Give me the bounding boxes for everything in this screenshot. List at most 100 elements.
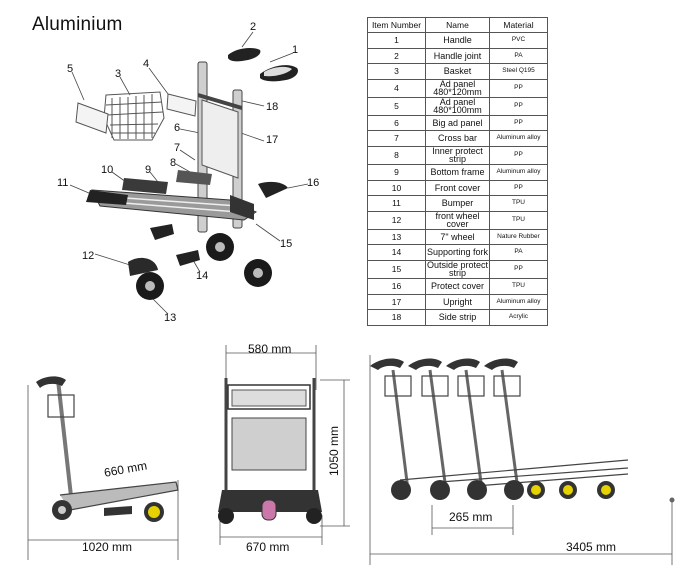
dimension-side-length: 1020 mm bbox=[82, 540, 133, 554]
part-name-cell: Cross bar bbox=[425, 130, 490, 147]
callout-18: 18 bbox=[266, 101, 279, 113]
part-name-cell: Front cover bbox=[425, 179, 490, 197]
material-cell: Steel Q195 bbox=[489, 63, 548, 80]
outside-protect-strip-part bbox=[230, 195, 254, 220]
part-name-cell: Inner protect strip bbox=[425, 145, 490, 165]
item-number-cell: 12 bbox=[367, 210, 426, 230]
column-header: Name bbox=[425, 17, 490, 33]
dimension-nest-pitch: 265 mm bbox=[449, 510, 493, 524]
callout-10: 10 bbox=[101, 164, 114, 176]
dimensioned-views-drawing bbox=[27, 345, 675, 565]
part-name-cell: 7" wheel bbox=[425, 228, 490, 246]
material-cell: Aluminum alloy bbox=[489, 130, 548, 147]
item-number-cell: 1 bbox=[367, 32, 426, 49]
material-cell: Aluminum alloy bbox=[489, 163, 548, 181]
material-cell: Aluminum alloy bbox=[489, 293, 548, 311]
protect-cover-part bbox=[258, 181, 288, 198]
handle-part bbox=[228, 47, 298, 82]
nested-view bbox=[370, 358, 629, 500]
callout-13: 13 bbox=[164, 312, 177, 324]
part-name-cell: Side strip bbox=[425, 309, 490, 326]
material-cell: PP bbox=[489, 114, 548, 132]
part-name-cell: Protect cover bbox=[425, 277, 490, 295]
part-name-cell: Handle bbox=[425, 32, 490, 49]
page-title: Aluminium bbox=[32, 14, 123, 35]
item-number-cell: 2 bbox=[367, 47, 426, 65]
callout-9: 9 bbox=[145, 164, 152, 176]
item-number-cell: 18 bbox=[367, 309, 426, 326]
part-name-cell: Basket bbox=[425, 63, 490, 80]
material-cell: TPU bbox=[489, 210, 548, 230]
part-name-cell: Bumper bbox=[425, 195, 490, 212]
exploded-view-drawing bbox=[69, 31, 309, 315]
material-cell: PP bbox=[489, 96, 548, 116]
ad-panel-small-part bbox=[75, 102, 109, 134]
material-cell: PA bbox=[489, 47, 548, 65]
part-name-cell: Handle joint bbox=[425, 47, 490, 65]
part-name-cell: Bottom frame bbox=[425, 163, 490, 181]
material-cell: PVC bbox=[489, 32, 548, 49]
item-number-cell: 10 bbox=[367, 179, 426, 197]
item-number-cell: 3 bbox=[367, 63, 426, 80]
item-number-cell: 5 bbox=[367, 96, 426, 116]
material-cell: Acrylic bbox=[489, 309, 548, 326]
front-view bbox=[218, 378, 322, 524]
material-cell: PP bbox=[489, 78, 548, 98]
callout-6: 6 bbox=[174, 122, 181, 134]
material-cell: PP bbox=[489, 259, 548, 279]
material-cell: Nature Rubber bbox=[489, 228, 548, 246]
parts-table-header-row: Item Number Name Material bbox=[367, 17, 548, 33]
dimension-lines bbox=[27, 345, 673, 565]
column-header: Material bbox=[489, 17, 548, 33]
item-number-cell: 7 bbox=[367, 130, 426, 147]
front-cover-part bbox=[122, 178, 168, 194]
item-number-cell: 6 bbox=[367, 114, 426, 132]
callout-11: 11 bbox=[57, 177, 69, 189]
callout-5: 5 bbox=[67, 63, 74, 75]
dimension-front-width-top: 580 mm bbox=[248, 342, 292, 356]
callout-8: 8 bbox=[170, 157, 177, 169]
callout-14: 14 bbox=[196, 270, 209, 282]
dimension-height: 1050 mm bbox=[327, 425, 341, 476]
part-name-cell: Outside protect strip bbox=[425, 259, 490, 279]
item-number-cell: 13 bbox=[367, 228, 426, 246]
callout-17: 17 bbox=[266, 134, 279, 146]
callout-12: 12 bbox=[82, 250, 95, 262]
callout-16: 16 bbox=[307, 177, 320, 189]
callout-2: 2 bbox=[250, 21, 257, 33]
ad-panel-medium-part bbox=[166, 93, 197, 117]
part-name-cell: Upright bbox=[425, 293, 490, 311]
item-number-cell: 4 bbox=[367, 78, 426, 98]
bumper-part bbox=[86, 190, 128, 205]
item-number-cell: 8 bbox=[367, 145, 426, 165]
part-name-cell: Big ad panel bbox=[425, 114, 490, 132]
callout-4: 4 bbox=[143, 58, 150, 70]
column-header: Item Number bbox=[367, 17, 426, 33]
dimension-nest-total: 3405 mm bbox=[566, 540, 617, 554]
item-number-cell: 16 bbox=[367, 277, 426, 295]
part-name-cell: Supporting fork bbox=[425, 244, 490, 261]
material-cell: PP bbox=[489, 179, 548, 197]
callout-3: 3 bbox=[115, 68, 122, 80]
dimension-front-width-bottom: 670 mm bbox=[246, 540, 290, 554]
wheel-part bbox=[128, 233, 272, 300]
big-ad-panel-part bbox=[201, 99, 239, 179]
item-number-cell: 14 bbox=[367, 244, 426, 261]
callout-7: 7 bbox=[174, 142, 181, 154]
callout-15: 15 bbox=[280, 238, 293, 250]
